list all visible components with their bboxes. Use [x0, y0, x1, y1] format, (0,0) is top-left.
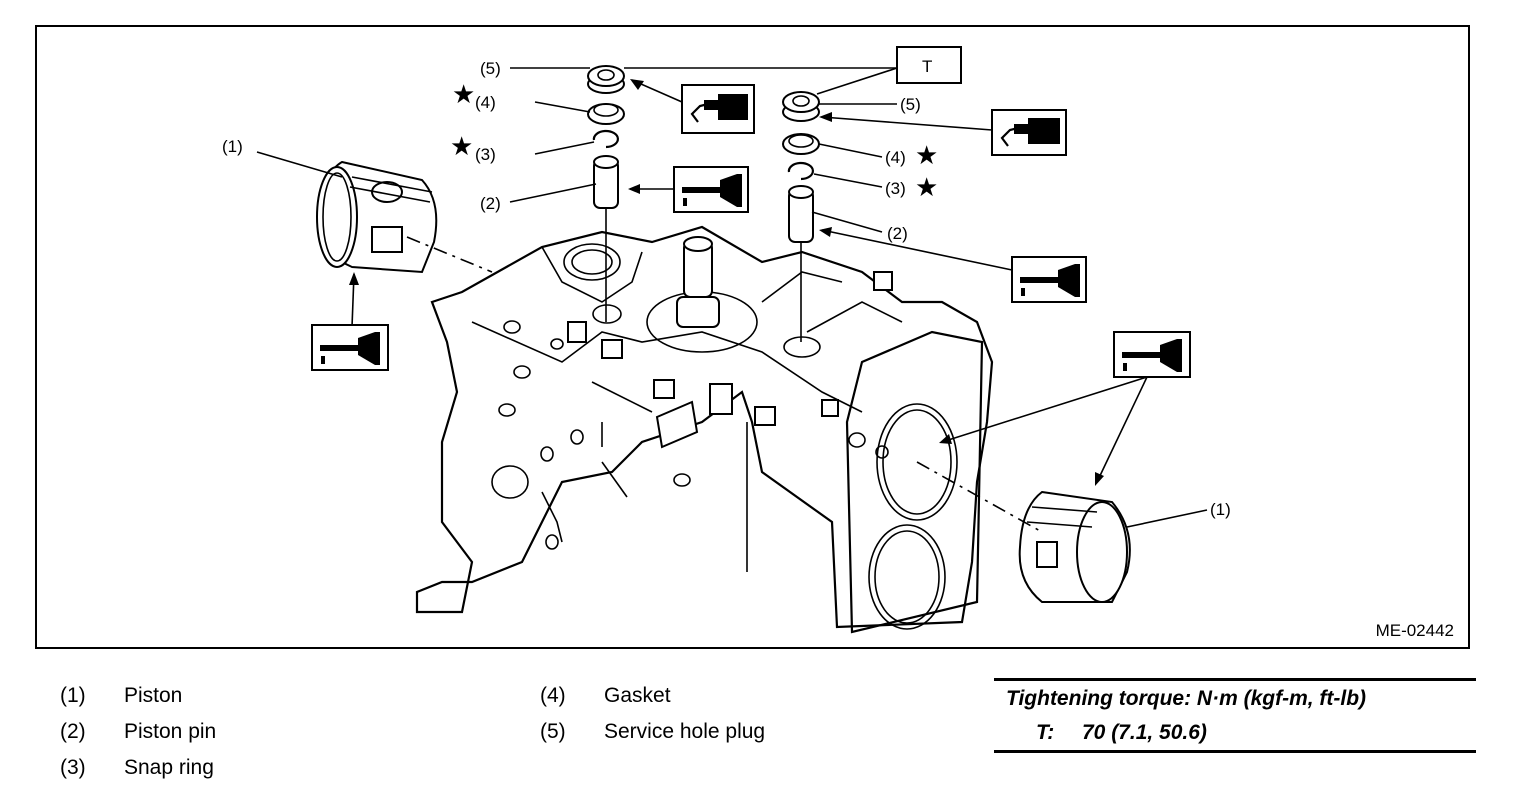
figure-id: ME-02442	[1375, 621, 1454, 640]
torque-table: Tightening torque: N·m (kgf-m, ft-lb) T:…	[994, 678, 1476, 753]
legend-number: (5)	[540, 720, 566, 743]
legend-label: Service hole plug	[604, 720, 766, 743]
torque-header: Tightening torque: N·m (kgf-m, ft-lb)	[1006, 687, 1367, 710]
sealant-icon	[991, 109, 1067, 156]
star-icon: ★	[452, 79, 475, 109]
torque-row: T: 70 (7.1, 50.6)	[1036, 721, 1207, 745]
oil-icon	[311, 324, 389, 371]
oil-icon	[1113, 331, 1191, 378]
callout-piston-right: (1)	[1210, 500, 1231, 519]
legend-item: (1) Piston	[60, 684, 460, 714]
legend-label: Gasket	[604, 684, 671, 707]
exploded-diagram: (5) (4) (3) (2) (5) (4) (3) (2) (1) (1) …	[222, 46, 1231, 634]
arrowheads	[349, 79, 1104, 486]
legend-label: Piston pin	[124, 720, 217, 743]
callout-gasket-left: (4)	[475, 93, 496, 112]
callout-piston-left: (1)	[222, 137, 243, 156]
star-icon: ★	[915, 172, 938, 202]
legend-number: (1)	[60, 684, 86, 707]
callout-pin-right: (2)	[887, 224, 908, 243]
callout-gasket-right: (4)	[885, 148, 906, 167]
torque-value: 70 (7.1, 50.6)	[1082, 721, 1207, 744]
piston-right	[1018, 490, 1131, 603]
legend-number: (4)	[540, 684, 566, 707]
legend-item: (3) Snap ring	[60, 756, 460, 786]
sealant-icon	[681, 84, 755, 134]
star-icon: ★	[915, 140, 938, 170]
callout-snap-right: (3)	[885, 179, 906, 198]
left-pin-stack	[587, 65, 625, 322]
cylinder-block	[415, 225, 994, 634]
right-pin-stack	[782, 91, 820, 342]
star-icon: ★	[450, 131, 473, 161]
legend-item: (2) Piston pin	[60, 720, 460, 750]
legend-number: (3)	[60, 756, 86, 779]
callout-snap-left: (3)	[475, 145, 496, 164]
oil-icon	[1011, 256, 1087, 303]
callout-plug-right: (5)	[900, 95, 921, 114]
torque-key: T:	[1036, 721, 1055, 744]
piston-left	[316, 160, 438, 274]
legend-item: (5) Service hole plug	[540, 720, 940, 750]
legend-item: (4) Gasket	[540, 684, 940, 714]
oil-icon	[673, 166, 749, 213]
leader-lines	[256, 67, 1208, 528]
torque-tag-label: T	[922, 57, 932, 76]
legend-number: (2)	[60, 720, 86, 743]
legend-label: Snap ring	[124, 756, 214, 779]
legend-label: Piston	[124, 684, 183, 707]
piston-right-axis	[916, 461, 1043, 533]
callout-pin-left: (2)	[480, 194, 501, 213]
callout-plug-left: (5)	[480, 59, 501, 78]
torque-tag-box	[896, 46, 962, 84]
figure-frame: (5) (4) (3) (2) (5) (4) (3) (2) (1) (1) …	[35, 25, 1470, 649]
